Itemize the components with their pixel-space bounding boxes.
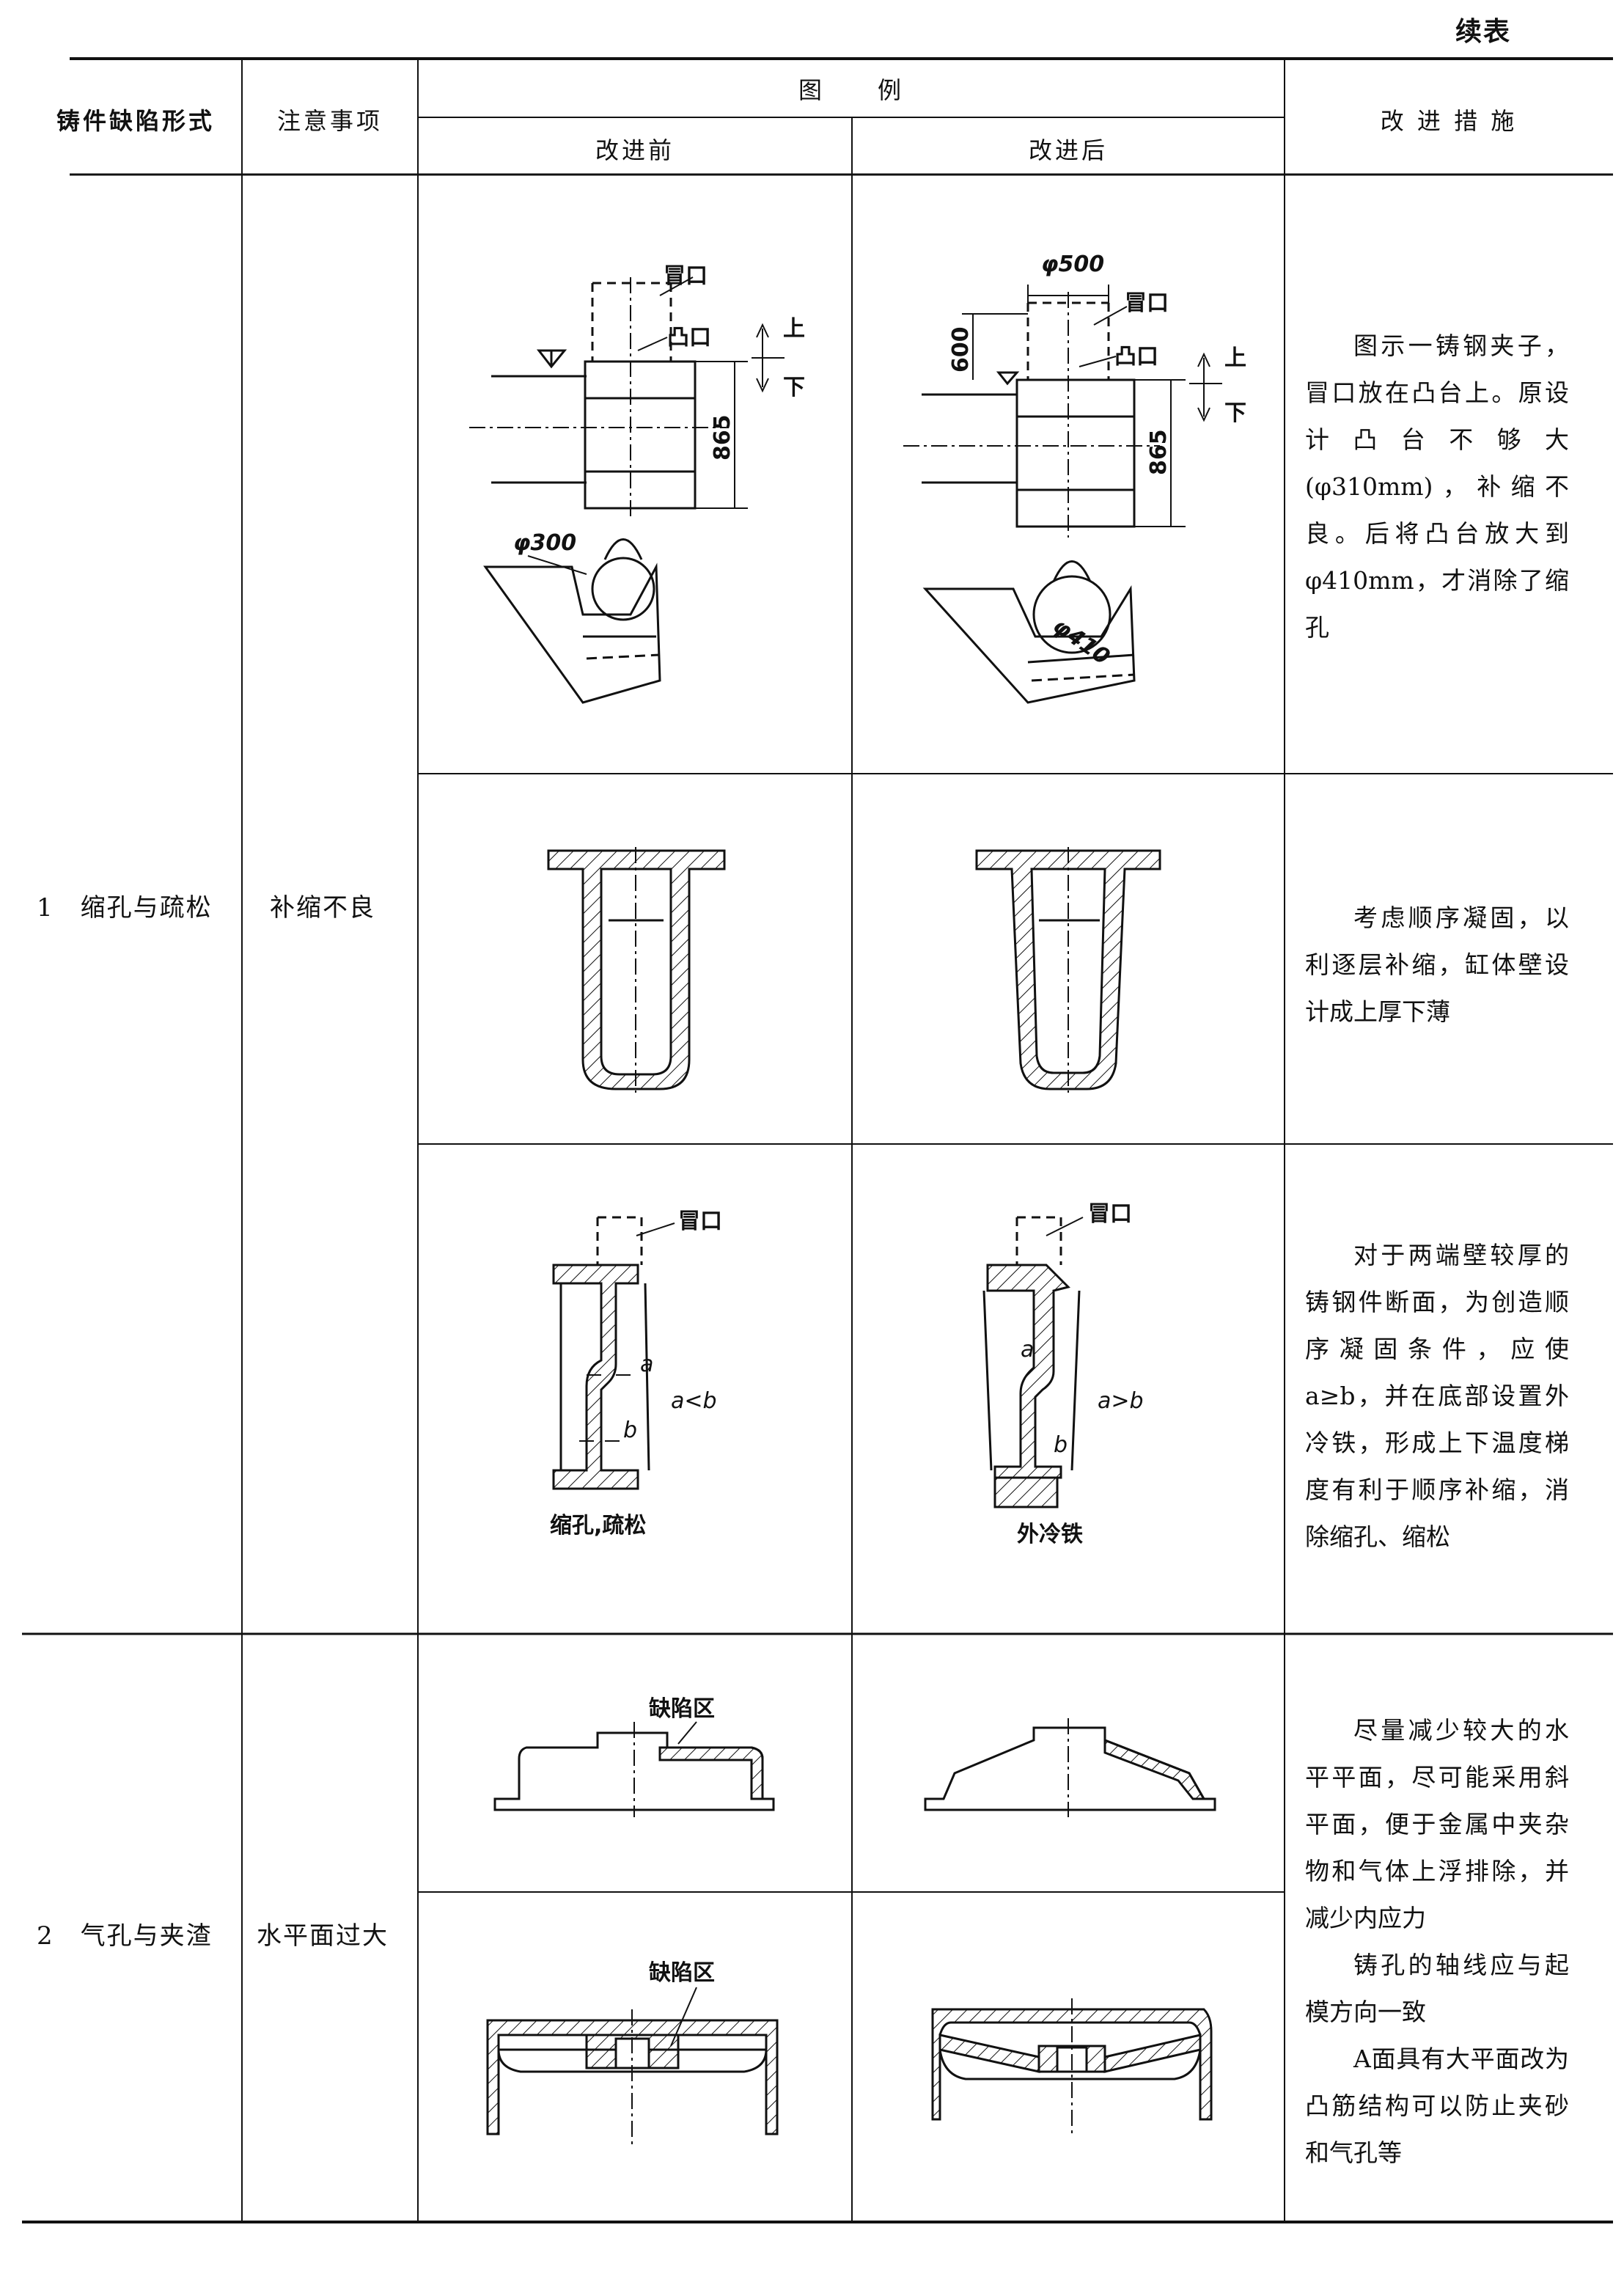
header-defect-form: 铸件缺陷形式 (56, 107, 215, 135)
group-1-note: 补缩不良 (270, 893, 375, 923)
row1-before-boss-label: 凸口 (667, 325, 711, 351)
group-1-defect: 1 缩孔与疏松 (37, 893, 213, 923)
row1-after-riser-label: 冒口 (1125, 290, 1169, 316)
row5-before-defect-zone-label: 缺陷区 (649, 1960, 715, 1986)
row3-before-relation-label: a<b (671, 1388, 717, 1414)
row1-after-boss-label: 凸口 (1114, 344, 1158, 370)
row3-before-b-label: b (623, 1418, 637, 1443)
figure-row2-before (547, 847, 726, 1093)
row1-after-up-label: 上 (1224, 345, 1246, 371)
row1-after-dia-label: φ410 (1048, 613, 1114, 670)
continued-label: 续表 (1455, 16, 1512, 47)
row4-before-defect-zone-label: 缺陷区 (649, 1696, 715, 1722)
row1-before-height-label: 865 (710, 414, 735, 461)
row3-after-b-label: b (1054, 1432, 1068, 1458)
row3-before-caption: 缩孔,疏松 (550, 1513, 646, 1539)
row3-after-a-label: a (1021, 1337, 1034, 1363)
row1-after-height-label: 865 (1146, 429, 1172, 475)
group-2-note: 水平面过大 (257, 1921, 389, 1951)
row3-before-riser-label: 冒口 (678, 1209, 722, 1234)
figure-row4-after (924, 1718, 1216, 1817)
row1-after-height-left-label: 600 (948, 326, 974, 373)
measure-group-2: 尽量减少较大的水平平面，尽可能采用斜平面，便于金属中夹杂物和气体上浮排除，并减少… (1305, 1716, 1569, 2167)
header-before: 改进前 (595, 136, 675, 164)
row3-after-caption: 外冷铁 (1017, 1522, 1083, 1547)
figure-row3-before: 冒口 a b a<b 缩孔,疏松 (550, 1209, 722, 1539)
row3-after-relation-label: a>b (1098, 1388, 1144, 1414)
row1-before-dia-label: φ300 (513, 530, 576, 556)
header-notes: 注意事项 (276, 107, 383, 135)
header-measures: 改 进 措 施 (1380, 107, 1518, 135)
figure-row5-after (931, 1998, 1213, 2134)
figure-row5-before: 缺陷区 (486, 1960, 779, 2145)
measure-row-1: 图示一铸钢夹子，冒口放在凸台上。原设计凸台不够大(φ310mm)，补缩不良。后将… (1305, 331, 1569, 642)
figure-row2-after (975, 847, 1161, 1093)
row1-after-down-label: 下 (1224, 400, 1246, 426)
row1-after-dia-top-label: φ500 (1041, 252, 1104, 277)
measure-row-2: 考虑顺序凝固，以利逐层补缩，缸体壁设计成上厚下薄 (1305, 903, 1569, 1026)
row3-before-a-label: a (640, 1352, 653, 1377)
group-2-defect: 2 气孔与夹渣 (37, 1921, 213, 1951)
figure-row3-after: 冒口 a b a>b 外冷铁 (982, 1201, 1144, 1547)
row1-before-riser-label: 冒口 (664, 263, 708, 289)
measure-row-3: 对于两端壁较厚的铸钢件断面，为创造顺序凝固条件，应使a≥b，并在底部设置外冷铁，… (1305, 1241, 1569, 1551)
header-illustration: 图 例 (798, 76, 904, 104)
header-after: 改进后 (1028, 136, 1108, 164)
row1-before-down-label: 下 (783, 375, 805, 400)
figure-row4-before: 缺陷区 (493, 1696, 775, 1817)
figure-row1-after: φ500 冒口 凸口 600 上 下 865 φ410 (903, 252, 1246, 704)
row1-before-up-label: 上 (783, 316, 805, 342)
figure-row1-before: 冒口 凸口 上 下 865 φ300 (469, 263, 805, 704)
row3-after-riser-label: 冒口 (1088, 1201, 1132, 1227)
